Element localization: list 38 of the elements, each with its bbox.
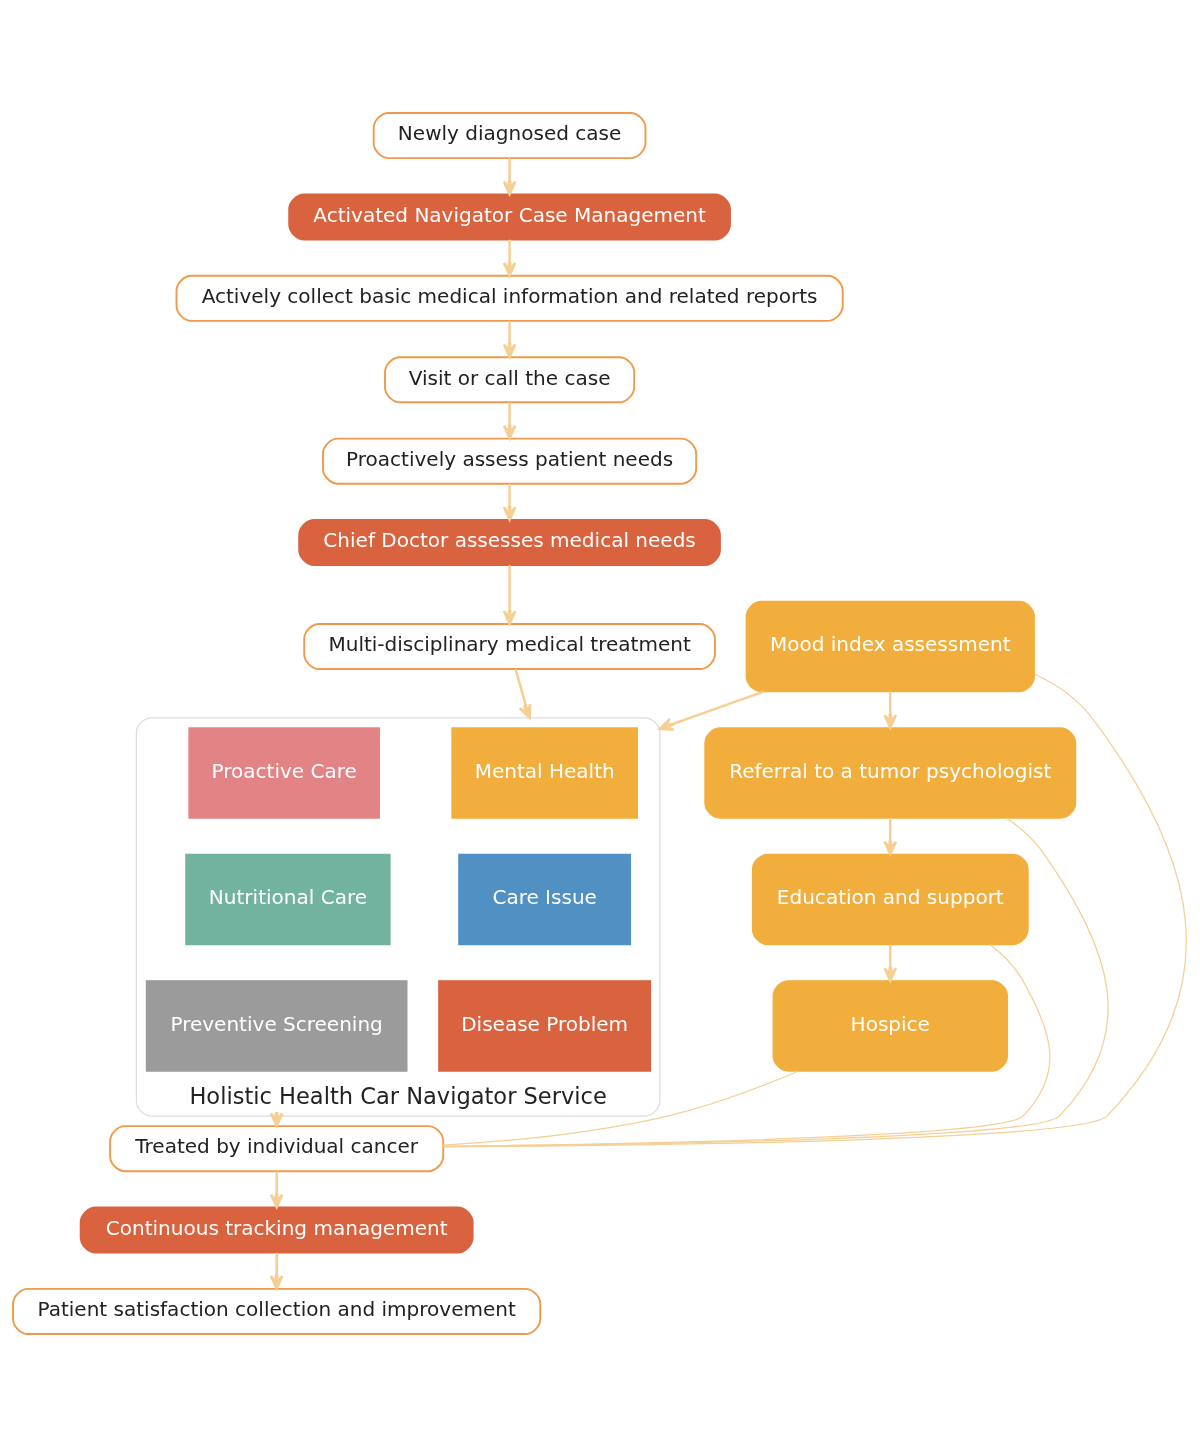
arrow	[502, 320, 517, 358]
node-box: Care Issue	[458, 853, 632, 945]
node-box: Referral to a tumor psychologist	[704, 726, 1077, 819]
arrow	[658, 690, 764, 731]
arrow	[883, 944, 898, 982]
node-box: Hospice	[772, 979, 1008, 1072]
node-box: Proactively assess patient needs	[322, 437, 698, 485]
arrow	[502, 402, 517, 440]
node-box: Continuous tracking management	[79, 1206, 474, 1254]
node-box: Mood index assessment	[745, 600, 1035, 692]
arrow	[269, 1111, 284, 1127]
arrow	[502, 564, 517, 625]
arrow	[269, 1252, 284, 1290]
connector	[442, 673, 1187, 1148]
node-box: Nutritional Care	[185, 853, 391, 945]
node-box: Disease Problem	[438, 979, 652, 1072]
arrow	[502, 483, 517, 521]
node-box: Actively collect basic medical information and related reports	[175, 274, 844, 322]
node-box: Activated Navigator Case Management	[288, 192, 731, 240]
node-box: Chief Doctor assesses medical needs	[298, 518, 721, 566]
arrow	[883, 817, 898, 856]
arrow	[502, 157, 517, 195]
node-box: Visit or call the case	[384, 355, 636, 403]
connector	[442, 943, 1051, 1147]
node-box: Patient satisfaction collection and improvement	[12, 1287, 542, 1335]
connector	[442, 1070, 799, 1146]
arrow	[269, 1170, 284, 1208]
node-box: Proactive Care	[188, 726, 380, 819]
arrow	[514, 668, 532, 719]
arrow	[502, 239, 517, 277]
node-box: Newly diagnosed case	[372, 111, 647, 159]
node-box: Multi-disciplinary medical treatment	[303, 622, 716, 670]
connector	[442, 816, 1109, 1147]
node-box: Education and support	[751, 853, 1029, 945]
arrow	[883, 691, 898, 729]
node-box: Preventive Screening	[145, 979, 408, 1072]
node-box: Treated by individual cancer	[109, 1124, 445, 1172]
node-box: Mental Health	[451, 726, 638, 819]
